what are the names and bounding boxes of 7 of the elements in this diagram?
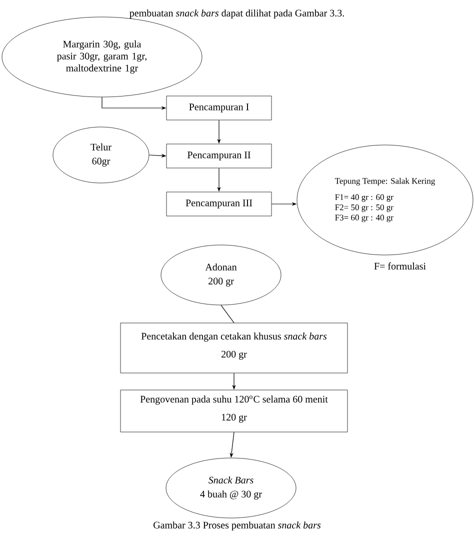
process-box: Pengovenan pada suhu 120$^{o}$C selama 60 menit 120 gr — [120, 390, 348, 432]
figure-caption: Gambar 3.3 Proses pembuatan snack bars — [154, 521, 321, 531]
process-box: Pencetakan dengan cetakan khusus snack bars 200 gr — [120, 322, 348, 374]
body-text: pembuatan snack bars dapat dilihat pada Gambar 3.3. — [130, 9, 344, 19]
process-box: Pencampuran II — [166, 144, 272, 168]
process-box: Pencampuran III — [166, 192, 272, 216]
process-box: Pencampuran I — [166, 96, 272, 120]
